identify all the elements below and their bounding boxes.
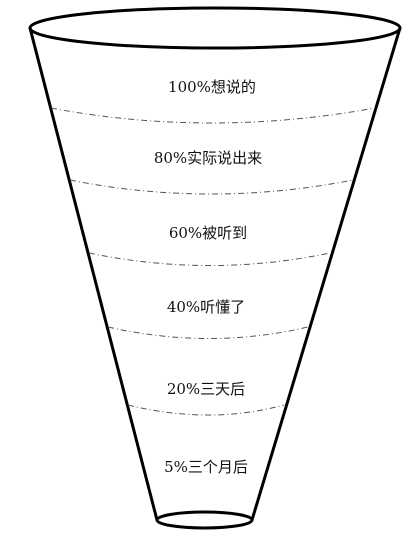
- stage-label-1: 100%想说的: [168, 78, 256, 96]
- funnel-left-wall: [28, 27, 159, 521]
- stage-divider: [107, 326, 309, 339]
- stage-divider: [88, 252, 331, 266]
- stage-divider: [50, 107, 376, 124]
- funnel-bottom-opening: [155, 510, 254, 530]
- stage-label-6: 5%三个月后: [164, 458, 248, 476]
- stage-label-4: 40%听懂了: [167, 298, 245, 316]
- funnel-right-wall: [250, 27, 402, 521]
- stage-label-2: 80%实际说出来: [154, 149, 262, 167]
- funnel-top-rim: [28, 6, 402, 50]
- stage-divider: [69, 179, 354, 195]
- stage-divider: [127, 404, 285, 416]
- stage-label-3: 60%被听到: [169, 224, 247, 242]
- stage-label-5: 20%三天后: [167, 380, 245, 398]
